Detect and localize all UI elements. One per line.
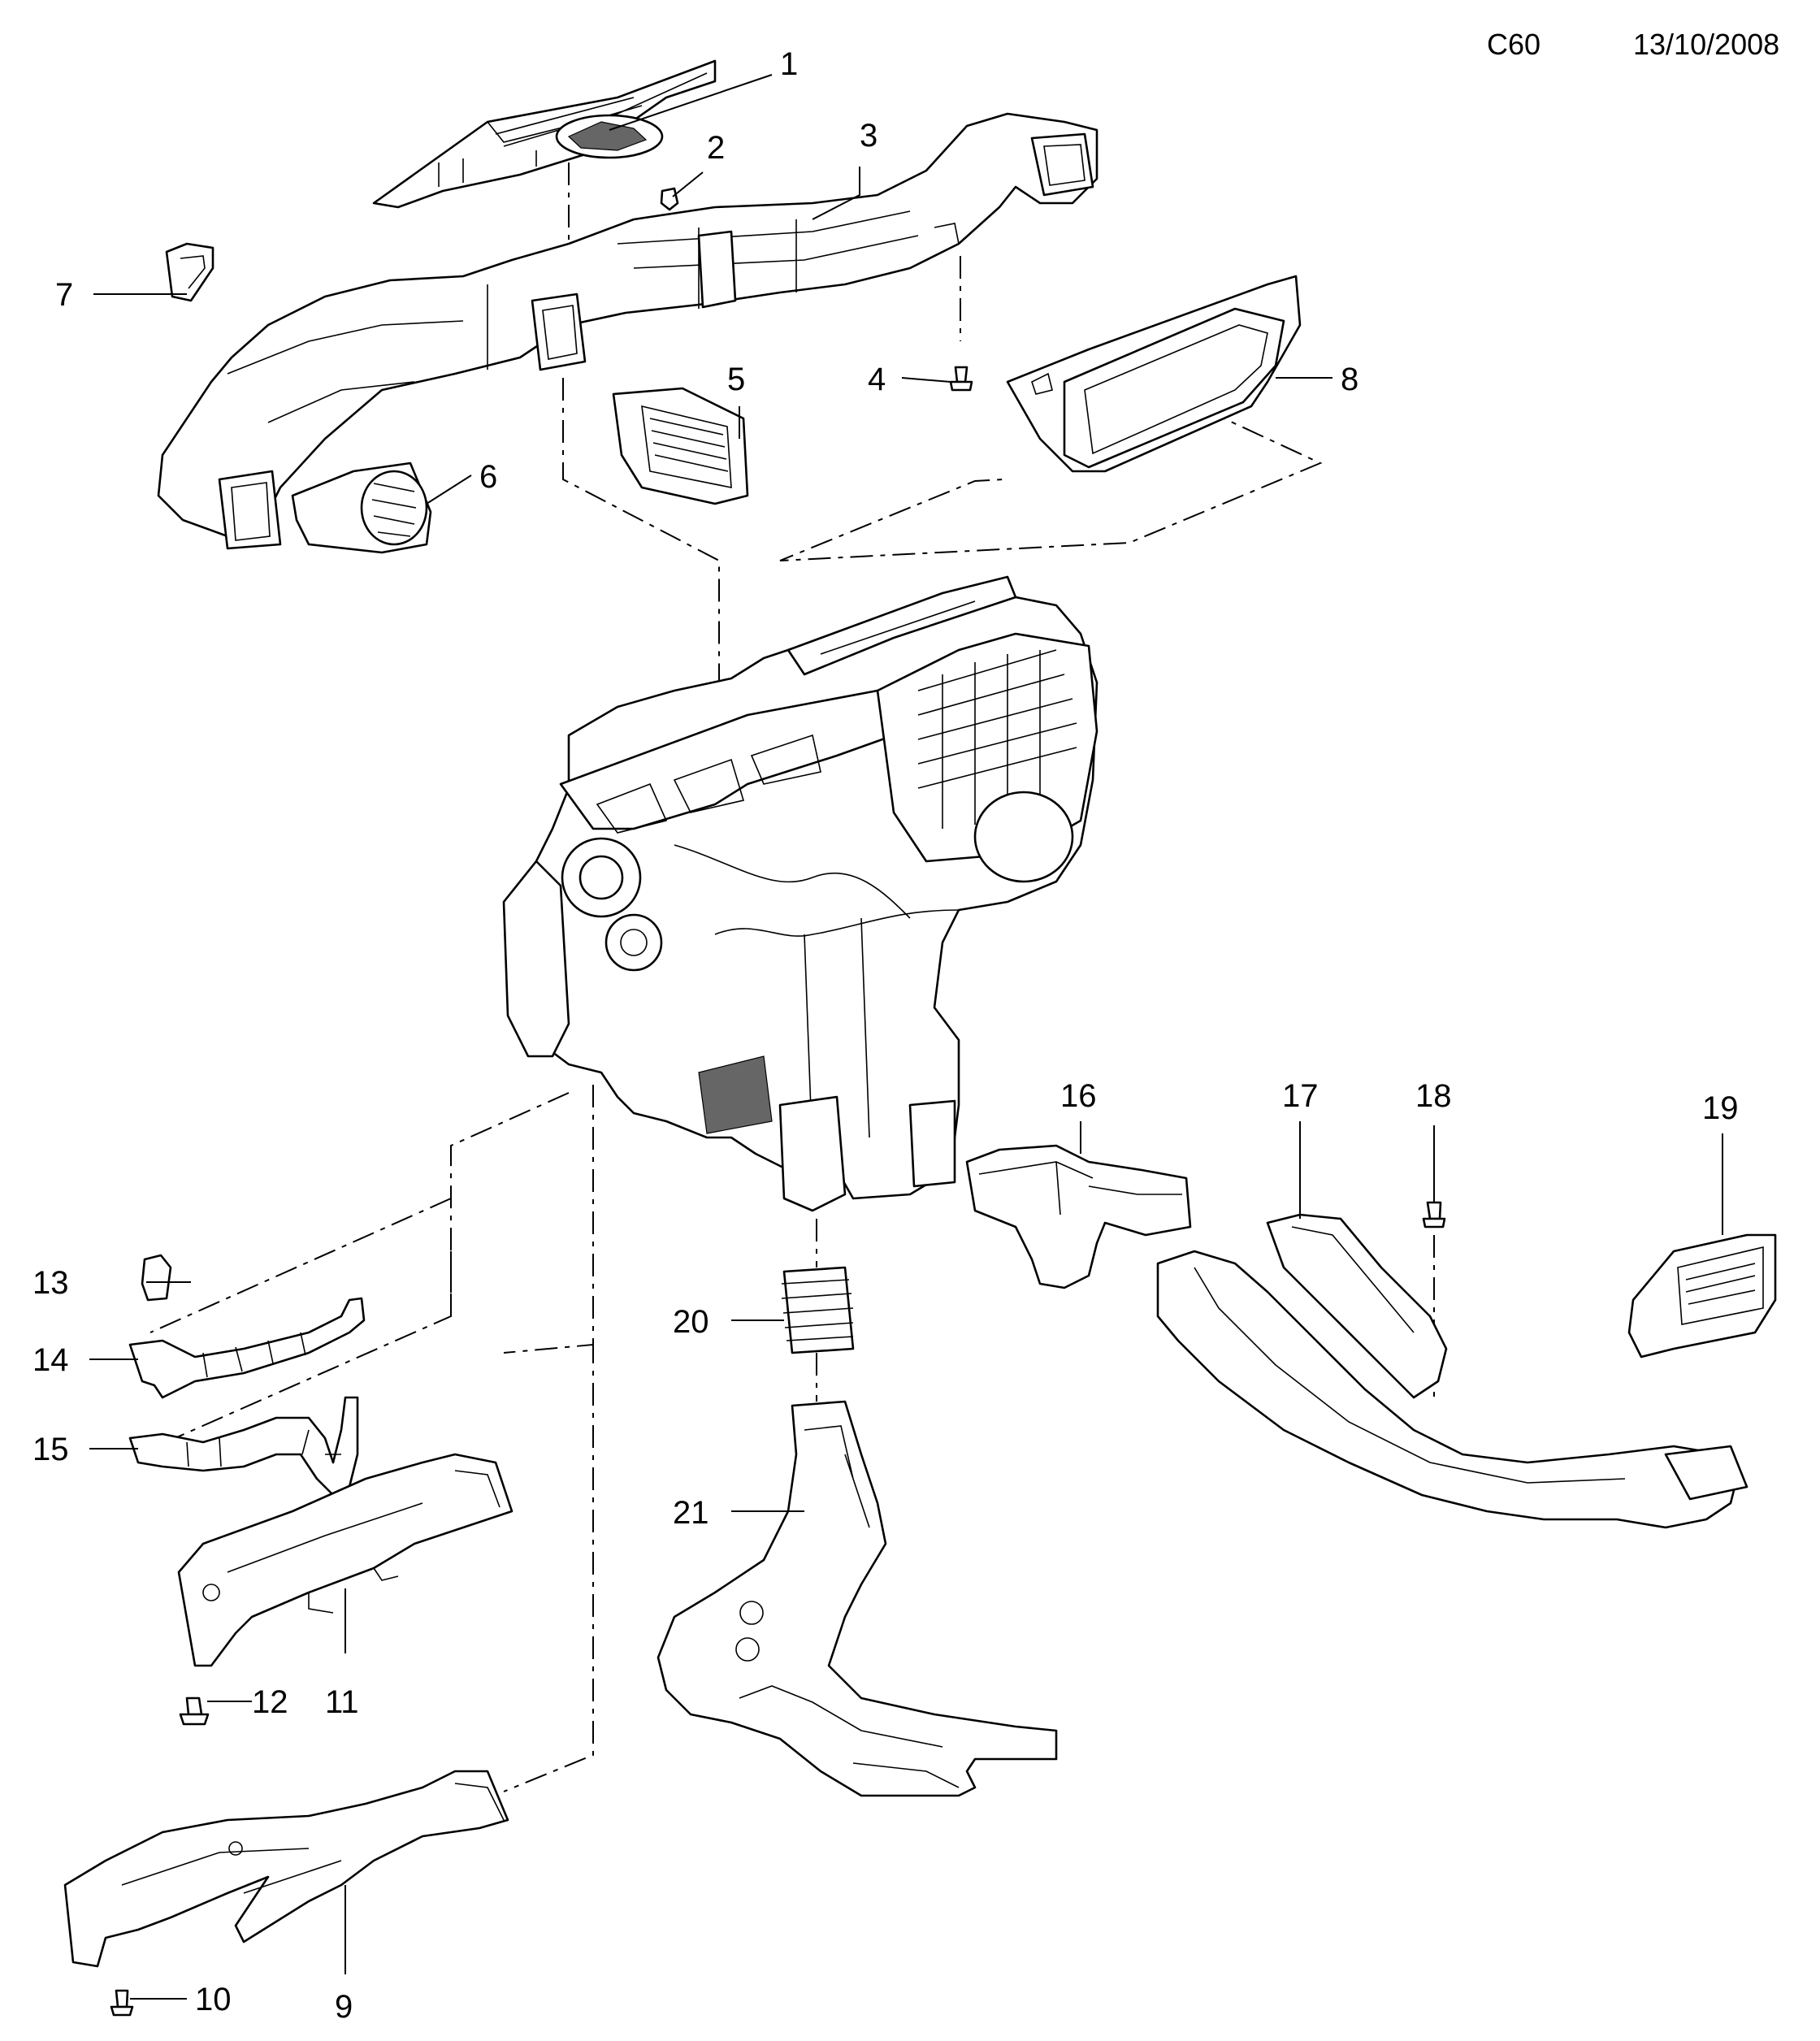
- callout-7: 7: [55, 277, 73, 313]
- callout-17: 17: [1282, 1078, 1319, 1114]
- part-4-screw: [949, 366, 973, 392]
- callout-leader-lines: [89, 74, 1723, 2000]
- part-11-floor-duct: [177, 1453, 514, 1667]
- part-14-hose: [128, 1297, 366, 1399]
- part-17-rear-duct: [1156, 1213, 1748, 1529]
- part-21-floor-distribution-duct: [656, 1400, 1058, 1797]
- callout-5: 5: [727, 362, 745, 397]
- callout-2: 2: [707, 130, 725, 166]
- callout-6: 6: [479, 459, 497, 495]
- diagram-code: C60: [1487, 28, 1541, 61]
- callout-4: 4: [868, 362, 886, 397]
- part-3-upper-air-duct: [157, 112, 1098, 550]
- callout-20: 20: [673, 1304, 709, 1340]
- part-2-clip: [660, 187, 679, 211]
- part-1-defroster-panel: [372, 59, 717, 209]
- part-19-rear-vent: [1627, 1233, 1777, 1358]
- callout-13: 13: [32, 1265, 69, 1301]
- callout-12: 12: [252, 1684, 288, 1720]
- callout-9: 9: [335, 1989, 353, 2025]
- part-6-side-vent: [291, 462, 432, 554]
- part-12-clip: [179, 1696, 210, 1726]
- callout-18: 18: [1415, 1078, 1452, 1114]
- part-8-vent-housing: [1006, 275, 1302, 473]
- part-7-small-cap: [165, 242, 214, 302]
- part-13-grommet: [141, 1254, 172, 1302]
- part-15-hose: [128, 1396, 359, 1497]
- callout-16: 16: [1060, 1078, 1097, 1114]
- callout-15: 15: [32, 1432, 69, 1467]
- part-16-junction-duct: [965, 1144, 1192, 1289]
- callout-11: 11: [325, 1684, 359, 1720]
- callout-10: 10: [195, 1982, 232, 2017]
- part-9-rear-floor-duct: [63, 1770, 509, 1968]
- callout-numbers: 1 2 3 4 5 6 7 8 9 10 11 12 13 14 15 16 1…: [32, 46, 1739, 2025]
- part-5-center-vent: [612, 387, 749, 505]
- part-20-bellows: [781, 1266, 855, 1354]
- callout-19: 19: [1702, 1090, 1739, 1126]
- part-10-screw: [110, 1989, 134, 2017]
- callout-3: 3: [860, 118, 878, 154]
- callout-1: 1: [780, 46, 798, 82]
- callout-21: 21: [673, 1495, 709, 1531]
- diagram-date: 13/10/2008: [1633, 28, 1780, 61]
- hvac-unit: [502, 575, 1098, 1212]
- callout-8: 8: [1341, 362, 1358, 397]
- assembly-guide-lines: [137, 162, 1435, 1792]
- callout-14: 14: [32, 1342, 69, 1378]
- part-18-screw: [1422, 1201, 1446, 1228]
